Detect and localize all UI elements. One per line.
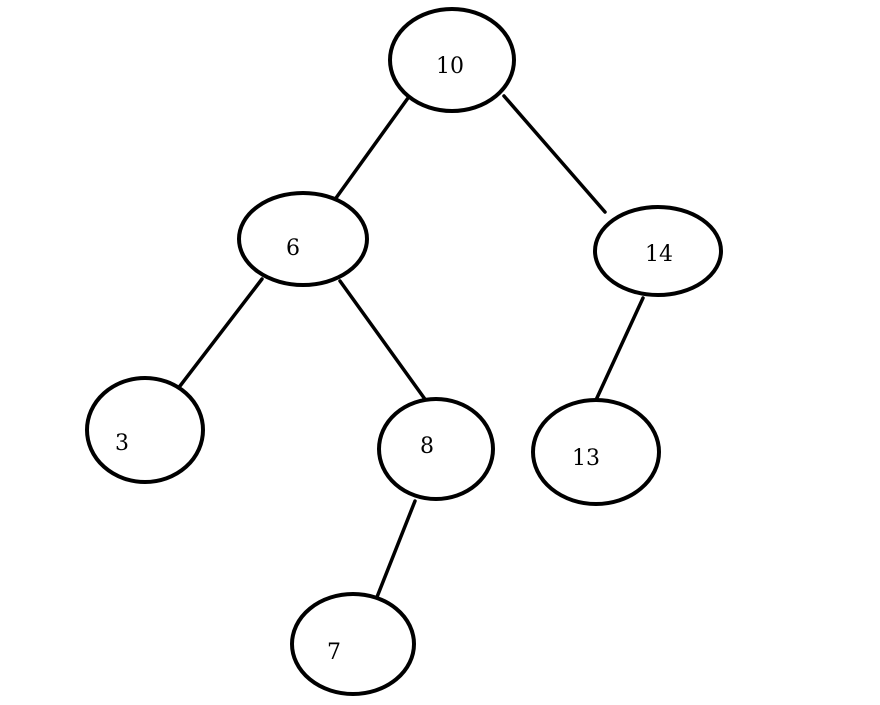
tree-node: 6 [237, 191, 369, 287]
edge-14-13 [594, 296, 645, 402]
node-label: 8 [420, 434, 434, 459]
edge-10-6 [334, 96, 410, 200]
tree-node: 3 [85, 376, 205, 484]
tree-node: 7 [290, 592, 416, 696]
node-circle [388, 7, 516, 113]
node-circle [237, 191, 369, 287]
node-label: 14 [645, 242, 673, 267]
node-label: 6 [286, 236, 300, 261]
tree-node: 10 [388, 7, 516, 113]
tree-node: 13 [531, 398, 661, 506]
edge-10-14 [502, 94, 607, 214]
node-label: 10 [436, 54, 464, 79]
edge-8-7 [375, 499, 417, 599]
node-circle [377, 397, 495, 501]
tree-node: 8 [377, 397, 495, 501]
node-label: 3 [115, 431, 129, 456]
tree-node: 14 [593, 205, 723, 297]
edge-6-3 [178, 277, 264, 388]
node-label: 7 [327, 640, 341, 665]
node-circle [531, 398, 661, 506]
node-label: 13 [572, 446, 600, 471]
node-circle [290, 592, 416, 696]
node-circle [593, 205, 723, 297]
edge-6-8 [338, 279, 429, 404]
node-circle [85, 376, 205, 484]
